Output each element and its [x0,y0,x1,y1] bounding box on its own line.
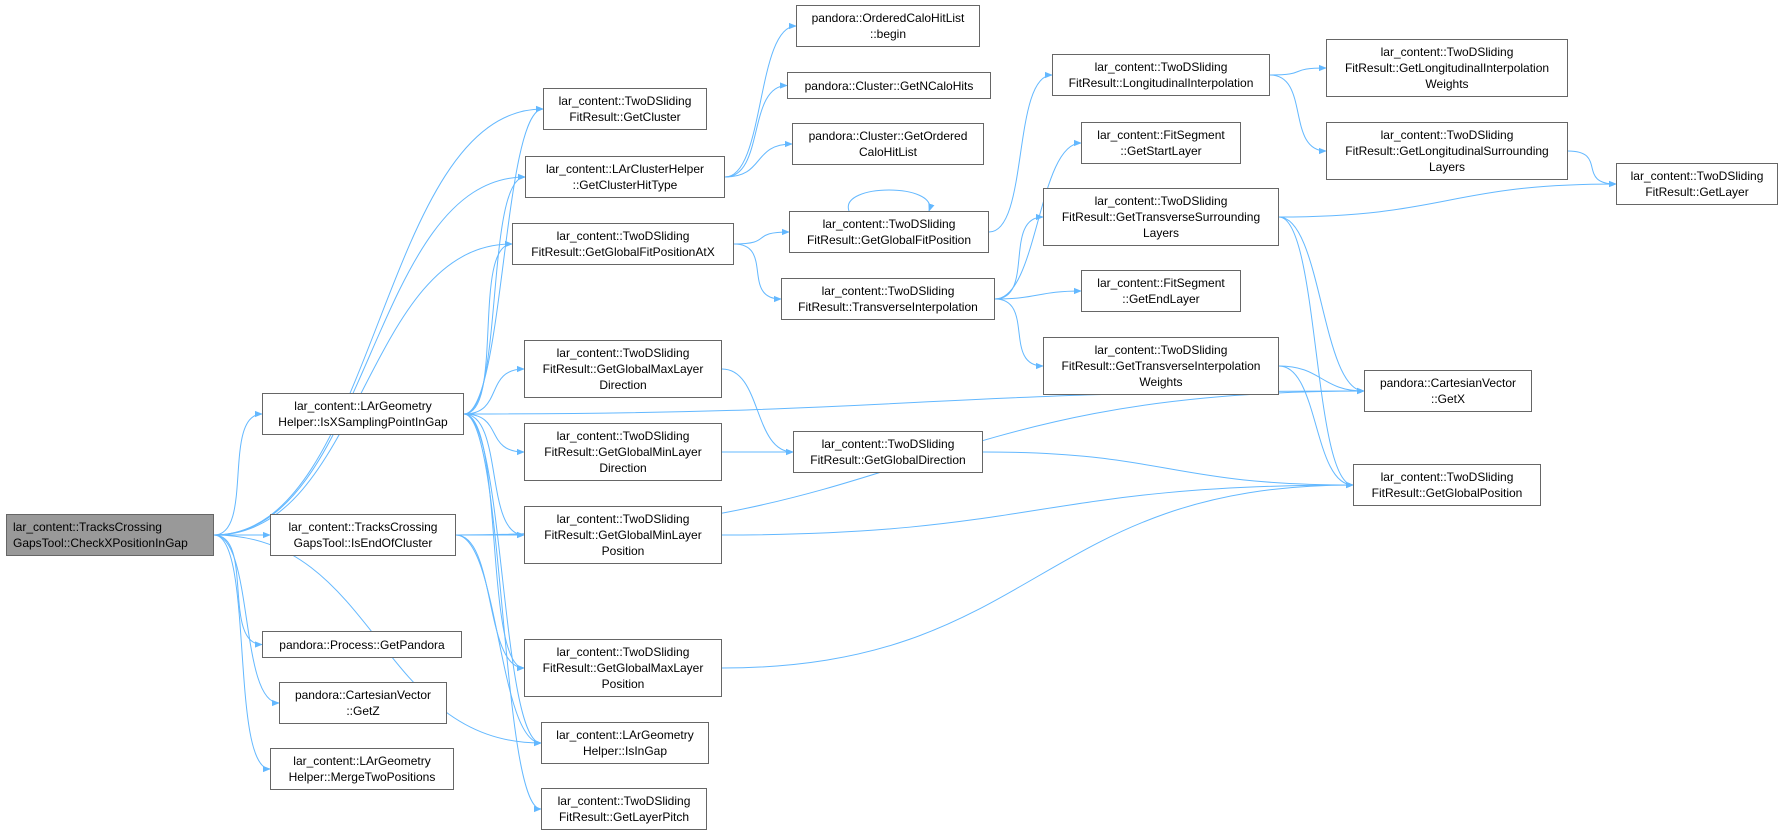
edge-isXSampling-to-getGlobalMaxLayerPos [463,413,525,672]
edge-isXSampling-to-getGlobalMinLayerDir [463,413,525,456]
edge-getGlobalFitPositionAtX-to-getGlobalFitPosition [733,228,790,245]
edge-root-to-getPandora [213,534,263,648]
node-ordered-calo-hit-list-begin[interactable]: pandora::OrderedCaloHitList::begin [796,5,980,47]
edge-isXSampling-to-getGlobalMaxLayerDir [463,365,525,415]
edge-longitudinalInterp-to-getLongSurrounding [1269,74,1327,155]
edge-getTransverseSurrounding-to-getLayer [1278,180,1617,218]
edge-isXSampling-to-getCluster [463,105,544,415]
edge-longitudinalInterp-to-getLongInterpWeights [1269,64,1327,76]
edge-getGlobalFitPosition-to-longitudinalInterp [988,71,1053,233]
edge-getClusterHitType-to-getNCaloHits [724,82,788,178]
edge-isXSampling-to-getClusterHitType [463,173,526,415]
edge-isXSampling-to-getGlobalFitPositionAtX [463,240,513,415]
edge-getGlobalDirection-to-getGlobalPosition [982,451,1354,489]
node-get-start-layer[interactable]: lar_content::FitSegment::GetStartLayer [1081,122,1241,164]
edge-isXSampling-to-isInGap [463,413,542,747]
edge-isXSampling-to-getLayerPitch [463,413,542,813]
edge-root-to-getClusterHitType [213,173,526,536]
edge-transverseInterp-to-getEndLayer [994,287,1082,300]
edge-getGlobalMinLayerPos-to-getGlobalPosition [721,481,1354,536]
edge-transverseInterp-to-getStartLayer [994,139,1082,300]
node-get-pandora[interactable]: pandora::Process::GetPandora [262,631,462,658]
edge-getGlobalMaxLayerDir-to-getGlobalDirection [721,368,794,456]
node-get-z[interactable]: pandora::CartesianVector::GetZ [279,682,447,724]
edge-root-to-getCluster [213,105,544,536]
node-get-end-layer[interactable]: lar_content::FitSegment::GetEndLayer [1081,270,1241,312]
node-get-cluster-hit-type[interactable]: lar_content::LArClusterHelper::GetCluste… [525,156,725,198]
edge-getLongSurrounding-to-getLayer [1567,150,1617,188]
edge-transverseInterp-to-getTransverseSurrounding [994,213,1044,300]
edge-getClusterHitType-to-getOrdered [724,140,793,178]
node-cartesian-vector-get-x[interactable]: pandora::CartesianVector::GetX [1364,370,1532,412]
edge-transverseInterp-to-getTransverseInterpWeights [994,298,1044,370]
node-get-n-calo-hits[interactable]: pandora::Cluster::GetNCaloHits [787,72,991,99]
edge-getGlobalMaxLayerPos-to-getGlobalPosition [721,481,1354,669]
edge-getGlobalFitPosition-self-loop [848,189,935,212]
edge-isEndOfCluster-to-isInGap [455,534,542,747]
edge-root-to-getGlobalFitPositionAtX [213,240,513,536]
edge-root-to-isXSampling [213,410,263,536]
edge-getClusterHitType-to-orderedBegin [724,22,797,178]
edge-getGlobalFitPositionAtX-to-transverseInterp [733,243,782,303]
edge-getTransverseInterpWeights-to-getX [1278,365,1365,395]
edge-getTransverseSurrounding-to-getX [1278,216,1365,395]
edge-root-to-getZ [213,534,280,707]
edge-getTransverseSurrounding-to-getGlobalPosition [1278,216,1354,489]
edge-root-to-mergeTwo [213,534,271,773]
edge-getTransverseInterpWeights-to-getGlobalPosition [1278,365,1354,489]
edge-isXSampling-to-getGlobalMinLayerPos [463,413,525,539]
